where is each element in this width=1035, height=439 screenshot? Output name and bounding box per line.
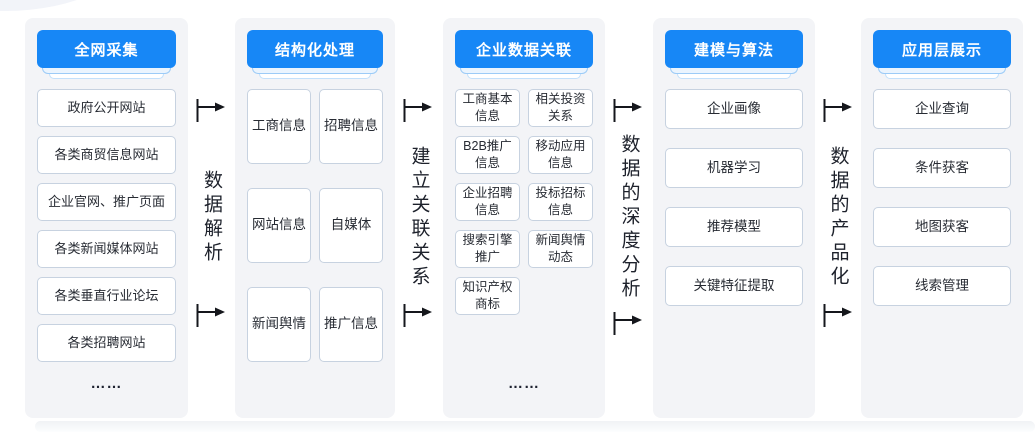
diagram-node: 企业画像	[665, 89, 803, 129]
diagram-node: 知识产权 商标	[455, 277, 520, 315]
diagram-node: 政府公开网站	[37, 89, 176, 127]
connector-label: 数据解析	[201, 170, 222, 266]
panel-structuring: 结构化处理 工商信息 招聘信息 网站信息 自媒体 新闻舆情 推广信息	[235, 18, 395, 418]
stack-layer	[677, 74, 791, 79]
connector-data-parsing: 数据解析	[188, 0, 235, 439]
diagram-node: 推荐模型	[665, 207, 803, 247]
flow-arrow-icon	[823, 304, 852, 327]
diagram-node: 新闻舆情	[247, 287, 311, 362]
diagram-node: 推广信息	[319, 287, 383, 362]
panel-header: 结构化处理	[247, 30, 383, 79]
modeling-list: 企业画像 机器学习 推荐模型 关键特征提取	[665, 89, 803, 306]
diagram-node: 地图获客	[873, 207, 1011, 247]
diagram-node: 网站信息	[247, 188, 311, 263]
stage-title-structuring: 结构化处理	[247, 30, 383, 68]
panel-header: 企业数据关联	[455, 30, 593, 79]
connector-deep-analysis: 数据的深度分析	[605, 0, 653, 439]
diagram-node: 新闻舆情 动态	[528, 230, 593, 268]
flow-arrow-icon	[196, 304, 225, 327]
diagram-node: 自媒体	[319, 188, 383, 263]
diagram-node: 各类垂直行业论坛	[37, 277, 176, 315]
panel-header: 全网采集	[37, 30, 176, 79]
diagram-node: 移动应用 信息	[528, 136, 593, 174]
diagram-node: 相关投资 关系	[528, 89, 593, 127]
diagram-node: 线索管理	[873, 266, 1011, 306]
flow-arrow-icon	[613, 312, 642, 335]
panel-application: 应用层展示 企业查询 条件获客 地图获客 线索管理	[861, 18, 1023, 418]
collection-list: 政府公开网站 各类商贸信息网站 企业官网、推广页面 各类新闻媒体网站 各类垂直行…	[37, 89, 176, 362]
stage-title-collection: 全网采集	[37, 30, 176, 68]
ellipsis-dots: ……	[508, 375, 540, 392]
connector-label: 数据的产品化	[827, 146, 849, 290]
connector-productization: 数据的产品化	[815, 0, 861, 439]
diagram-node: 投标招标 信息	[528, 183, 593, 221]
flow-arrow-icon	[403, 304, 432, 327]
diagram-node: 各类商贸信息网站	[37, 136, 176, 174]
diagram-node: 搜索引擎 推广	[455, 230, 520, 268]
connector-label: 建立关联关系	[408, 146, 430, 290]
flow-arrow-icon	[823, 99, 852, 122]
bottom-shadow-strip	[35, 421, 1035, 432]
ellipsis-dots: ……	[90, 375, 123, 392]
stack-layer	[885, 74, 999, 79]
diagram-node: 工商信息	[247, 89, 311, 164]
diagram-node: 各类招聘网站	[37, 324, 176, 362]
flow-arrow-icon	[613, 99, 642, 122]
diagram-node: 企业招聘 信息	[455, 183, 520, 221]
panel-header: 应用层展示	[873, 30, 1011, 79]
diagram-node: 条件获客	[873, 148, 1011, 188]
diagram-node: 企业官网、推广页面	[37, 183, 176, 221]
stack-layer	[49, 74, 164, 79]
application-list: 企业查询 条件获客 地图获客 线索管理	[873, 89, 1011, 306]
diagram-node: 工商基本 信息	[455, 89, 520, 127]
diagram-node: 企业查询	[873, 89, 1011, 129]
stack-layer	[467, 74, 581, 79]
diagram-node: 机器学习	[665, 148, 803, 188]
diagram-node: 关键特征提取	[665, 266, 803, 306]
diagram-node: B2B推广 信息	[455, 136, 520, 174]
panel-collection: 全网采集 政府公开网站 各类商贸信息网站 企业官网、推广页面 各类新闻媒体网站 …	[25, 18, 188, 418]
panel-header: 建模与算法	[665, 30, 803, 79]
connector-build-relations: 建立关联关系	[395, 0, 443, 439]
structuring-grid: 工商信息 招聘信息 网站信息 自媒体 新闻舆情 推广信息	[247, 89, 383, 362]
diagram-node: 各类新闻媒体网站	[37, 230, 176, 268]
stage-title-modeling: 建模与算法	[665, 30, 803, 68]
stack-layer	[259, 74, 371, 79]
association-grid: 工商基本 信息 相关投资 关系 B2B推广 信息 移动应用 信息 企业招聘 信息…	[455, 89, 593, 315]
connector-label: 数据的深度分析	[618, 134, 640, 302]
stage-title-association: 企业数据关联	[455, 30, 593, 68]
corner-decoration	[0, 0, 135, 11]
panel-data-association: 企业数据关联 工商基本 信息 相关投资 关系 B2B推广 信息 移动应用 信息 …	[443, 18, 605, 418]
diagram-node: 招聘信息	[319, 89, 383, 164]
stage-title-application: 应用层展示	[873, 30, 1011, 68]
flow-arrow-icon	[196, 99, 225, 122]
flow-arrow-icon	[403, 99, 432, 122]
panel-modeling: 建模与算法 企业画像 机器学习 推荐模型 关键特征提取	[653, 18, 815, 418]
